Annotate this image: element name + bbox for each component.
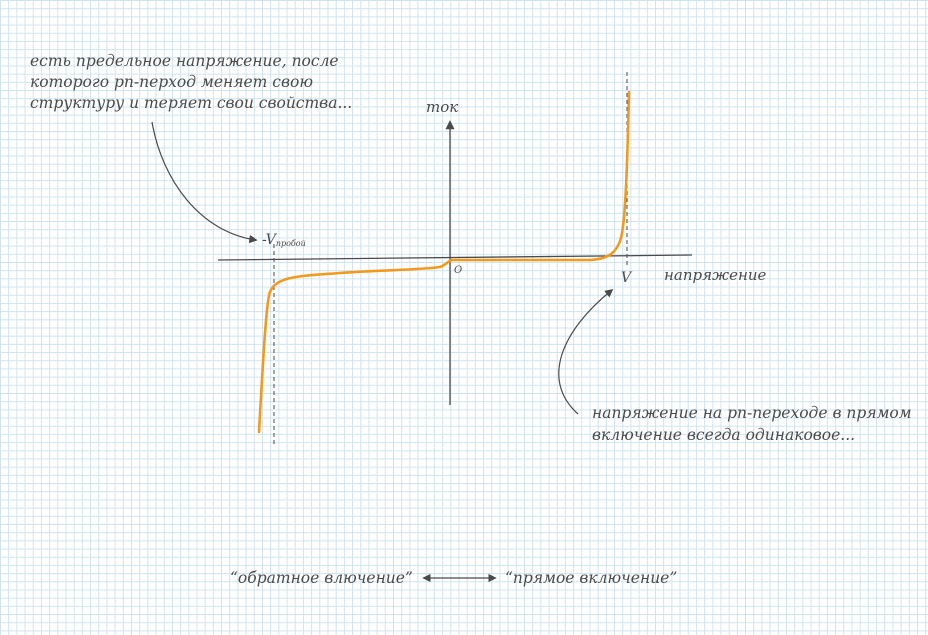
y-axis-label: ток — [426, 98, 458, 116]
origin-label: O — [454, 265, 462, 276]
iv-curve — [257, 90, 631, 434]
forward-note-line-2: включение всегда одинаковое... — [592, 426, 855, 444]
breakdown-voltage-subscript: пробой — [276, 239, 306, 248]
breakdown-note-line-1: есть предельное напряжение, после — [30, 52, 339, 70]
breakdown-note-line-3: структуру и теряет свои свойства... — [30, 94, 352, 112]
breakdown-voltage-label: -Vпробой — [262, 232, 306, 248]
forward-bias-label: “прямое включение” — [505, 569, 677, 587]
x-axis-label: напряжение — [664, 266, 766, 284]
x-axis — [217, 254, 693, 261]
breakdown-voltage-prefix: -V — [262, 232, 278, 248]
breakdown-annotation-arrow — [151, 121, 258, 244]
forward-annotation-arrow — [558, 288, 614, 415]
forward-voltage-label: V — [621, 270, 633, 286]
reverse-bias-label: “обратное влючение” — [230, 569, 413, 587]
forward-note-line-1: напряжение на pn-переходе в прямом — [592, 404, 912, 422]
breakdown-note-line-2: которого pn-перход меняет свою — [30, 73, 313, 91]
